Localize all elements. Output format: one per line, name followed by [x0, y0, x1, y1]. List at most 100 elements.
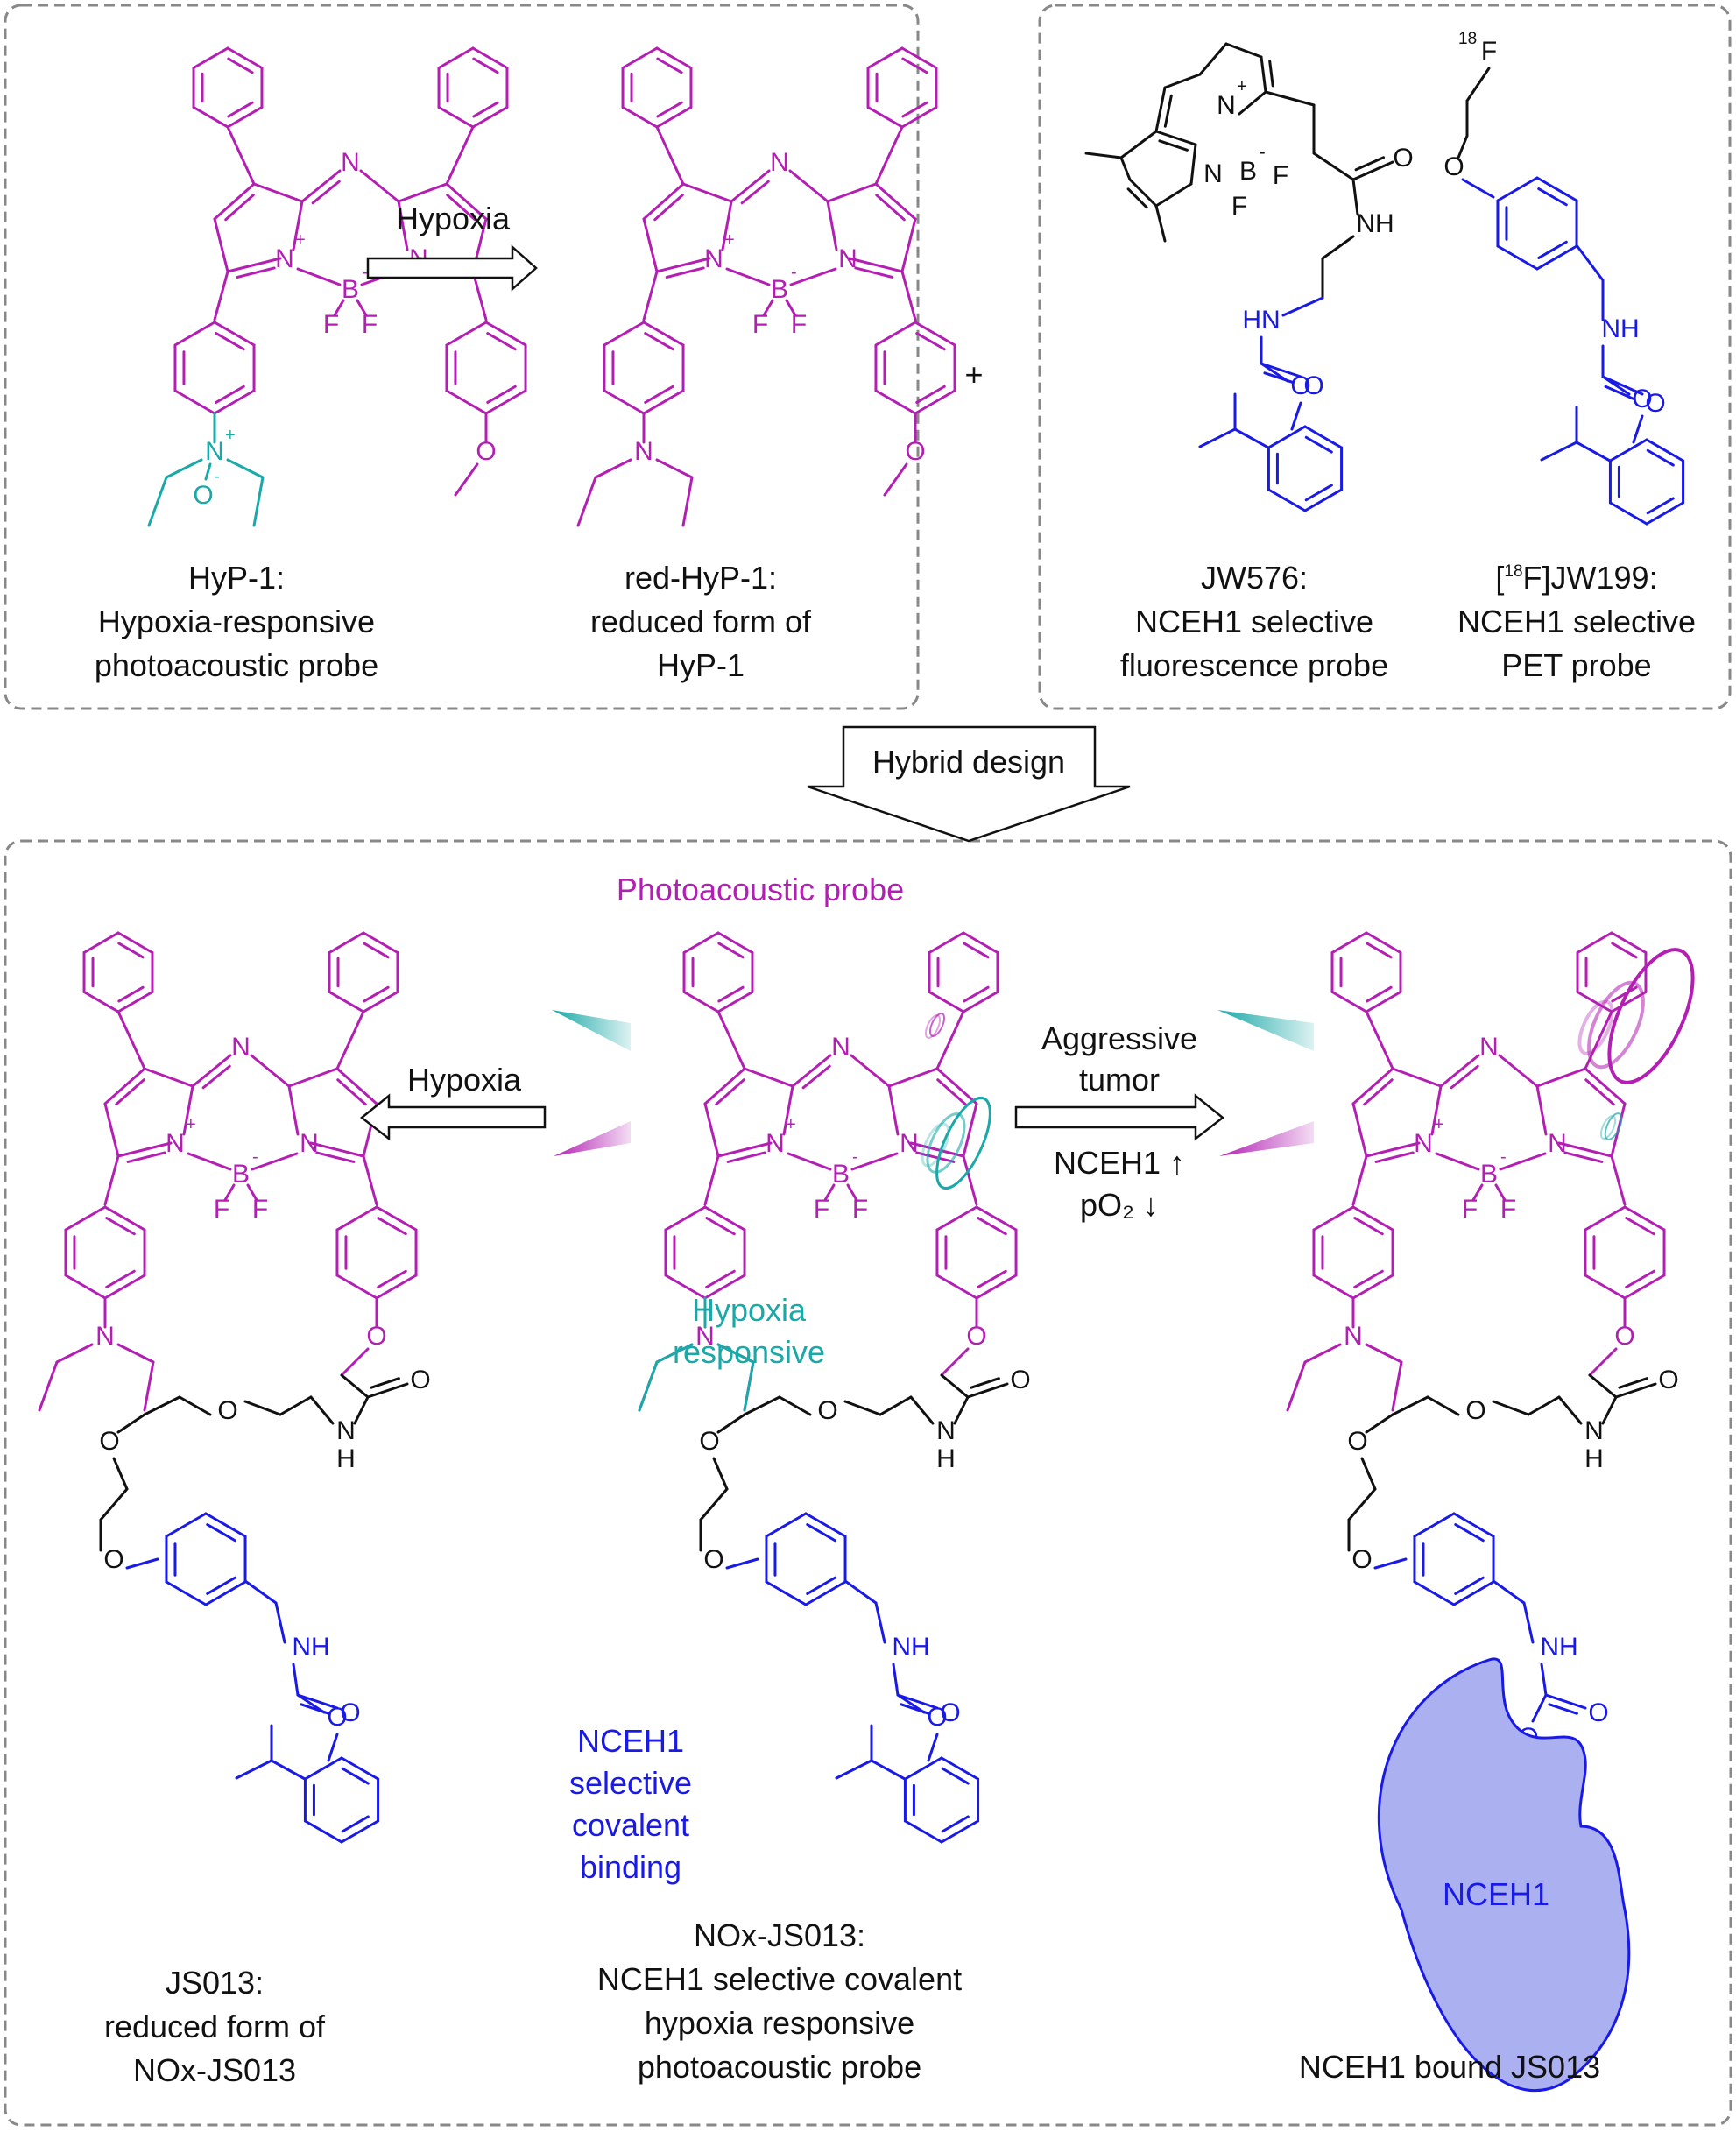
ring-bond [716, 931, 754, 954]
bond [287, 1084, 300, 1136]
ring-bond [328, 931, 365, 954]
carbamate-oxygen: O [1632, 385, 1652, 413]
hybrid-design-arrow [807, 725, 1131, 843]
ring-bond-inner [901, 101, 928, 118]
bond [243, 1579, 278, 1605]
bond [309, 1395, 335, 1425]
ring-bond [655, 46, 693, 69]
ring-bond-inner [341, 1767, 370, 1785]
ring-bond [1535, 244, 1578, 271]
bond [1439, 1054, 1480, 1088]
bond [874, 125, 904, 186]
hyp1-caption-3: photoacoustic probe [95, 647, 378, 683]
binding-label-1: NCEH1 [577, 1723, 684, 1759]
nox-caption-4: photoacoustic probe [638, 2049, 921, 2085]
bond [103, 1102, 120, 1158]
bond [785, 299, 797, 317]
ring-bond [664, 1274, 707, 1300]
ring-bond [1351, 1205, 1394, 1232]
ring-bond [603, 389, 646, 415]
charge-plus: + [225, 426, 236, 445]
bond [850, 1054, 891, 1088]
ring-bond [682, 931, 720, 954]
ring-bond [1576, 991, 1613, 1013]
bond [1461, 178, 1495, 199]
ring-bond-inner [377, 1217, 407, 1236]
ring-bond-inner [341, 1815, 370, 1833]
ring-bond [1413, 1512, 1456, 1538]
bond [1189, 143, 1197, 186]
ring-bond-inner [1304, 484, 1333, 502]
bond [1312, 152, 1355, 181]
bond [791, 1054, 832, 1088]
ring-bond [204, 1580, 247, 1606]
bond [454, 462, 479, 497]
bond [292, 200, 304, 251]
light-wedge-magenta-left [554, 1121, 631, 1156]
ring-bond [1584, 1205, 1627, 1232]
boron: B [832, 1160, 850, 1189]
n-oxide-oxygen: O [193, 481, 213, 510]
bond [279, 1395, 313, 1416]
bond [1492, 1400, 1530, 1416]
ring-bond [975, 1205, 1018, 1232]
bond [1119, 156, 1132, 181]
bond [1557, 1395, 1583, 1425]
ring-bond [900, 46, 938, 69]
bond [638, 1360, 659, 1412]
aggressive-label-1: Aggressive [1041, 1020, 1197, 1056]
bond [287, 1067, 339, 1088]
bond [143, 1395, 181, 1416]
ring-bond [437, 46, 475, 69]
ring-bond [82, 931, 120, 954]
bond [1128, 178, 1158, 208]
double-bond [446, 194, 476, 222]
ring-bond [935, 1274, 978, 1300]
fluorine: F [252, 1195, 268, 1224]
js013-caption-1: JS013: [166, 1965, 264, 2001]
double-bond [1548, 1703, 1578, 1715]
boron: B [771, 275, 788, 304]
bond [725, 1557, 759, 1570]
ring-bond [928, 991, 965, 1013]
carbonyl-oxygen: O [1010, 1366, 1030, 1394]
bond [778, 1395, 812, 1416]
ring-bond-inner [215, 332, 245, 351]
charge-plus: + [186, 1115, 196, 1134]
bond [359, 169, 400, 203]
photoacoustic-probe-label: Photoacoustic probe [617, 872, 904, 907]
bond [250, 1054, 291, 1088]
jw199-caption-3: PET probe [1501, 647, 1651, 683]
ring-bond-inner [363, 942, 390, 959]
ring-bond [1610, 991, 1648, 1013]
ring-bond [335, 1274, 378, 1300]
ring-bond [1496, 244, 1539, 271]
ring-bond-inner [656, 101, 683, 118]
bond [835, 1759, 873, 1780]
bond [927, 1733, 939, 1762]
plus-sign: + [964, 357, 983, 392]
ring-bond [1330, 991, 1368, 1013]
bond [1360, 1457, 1377, 1491]
ring-bond [213, 321, 256, 347]
jw199-caption-1: [18F]JW199: [1495, 560, 1657, 596]
fluorine-18: F [1481, 37, 1497, 66]
bond [716, 1141, 773, 1158]
double-bond [1363, 1078, 1394, 1106]
bond [900, 270, 917, 321]
bond [1260, 55, 1267, 94]
ring-bond-inner [1454, 1576, 1485, 1595]
ring-bond [1351, 1274, 1394, 1300]
ring-bond [340, 1819, 380, 1844]
ring-bond [928, 931, 965, 954]
bond [356, 299, 368, 317]
double-bond [201, 1064, 231, 1090]
ring-bond-inner [227, 101, 254, 118]
jw199-caption-2: NCEH1 selective [1457, 604, 1696, 639]
nox-caption-2: NCEH1 selective covalent [597, 1961, 962, 1997]
ring-bond-inner [1304, 435, 1333, 454]
ring-bond-inner [717, 942, 745, 959]
red-hyp1-caption-3: HyP-1 [657, 647, 745, 683]
ring-bond [471, 106, 509, 129]
